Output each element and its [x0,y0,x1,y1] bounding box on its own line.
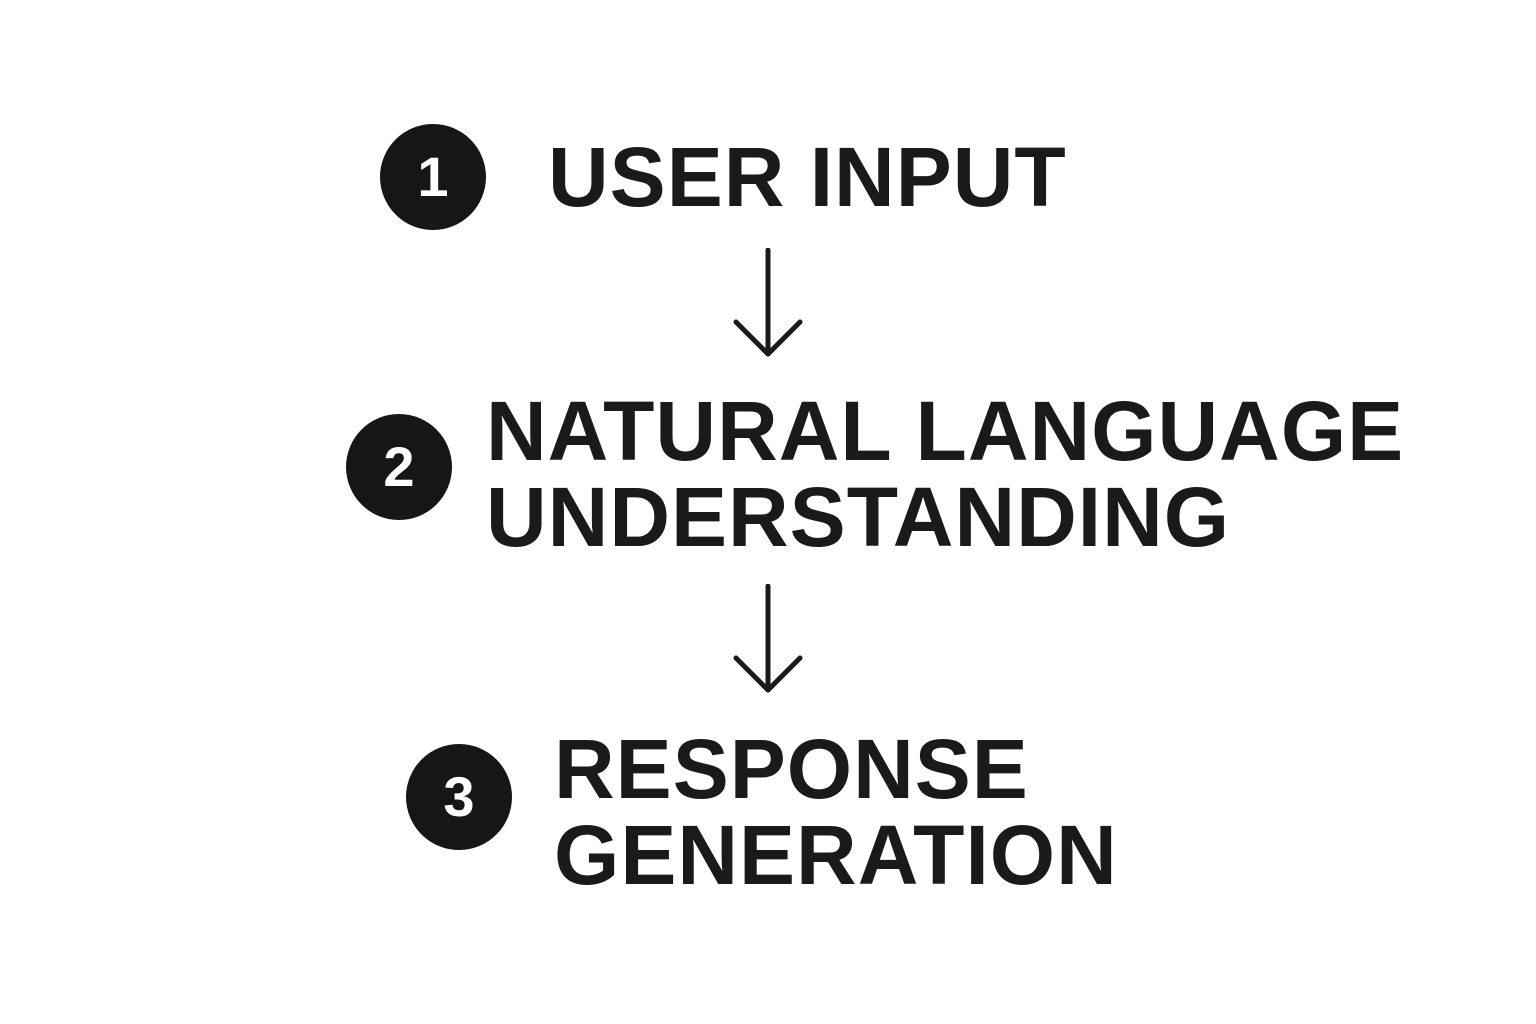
step-3-label-line-1: RESPONSE [554,722,1029,816]
step-3-number: 3 [443,765,475,828]
arrow-down-icon [733,584,803,693]
step-1-label-line-1: USER INPUT [548,130,1067,224]
step-1-number: 1 [417,145,449,208]
step-3-label: RESPONSE GENERATION [554,726,1118,898]
arrow-down-icon [733,248,803,357]
step-1-label: USER INPUT [548,134,1067,220]
step-2-label-line-2: UNDERSTANDING [486,470,1231,564]
step-2-badge: 2 [346,414,452,520]
step-2-label-line-1: NATURAL LANGUAGE [486,384,1405,478]
step-1-badge: 1 [380,124,486,230]
step-3-badge: 3 [406,744,512,850]
step-2-number: 2 [383,435,415,498]
step-3-label-line-2: GENERATION [554,808,1118,902]
step-2-label: NATURAL LANGUAGE UNDERSTANDING [486,388,1404,560]
